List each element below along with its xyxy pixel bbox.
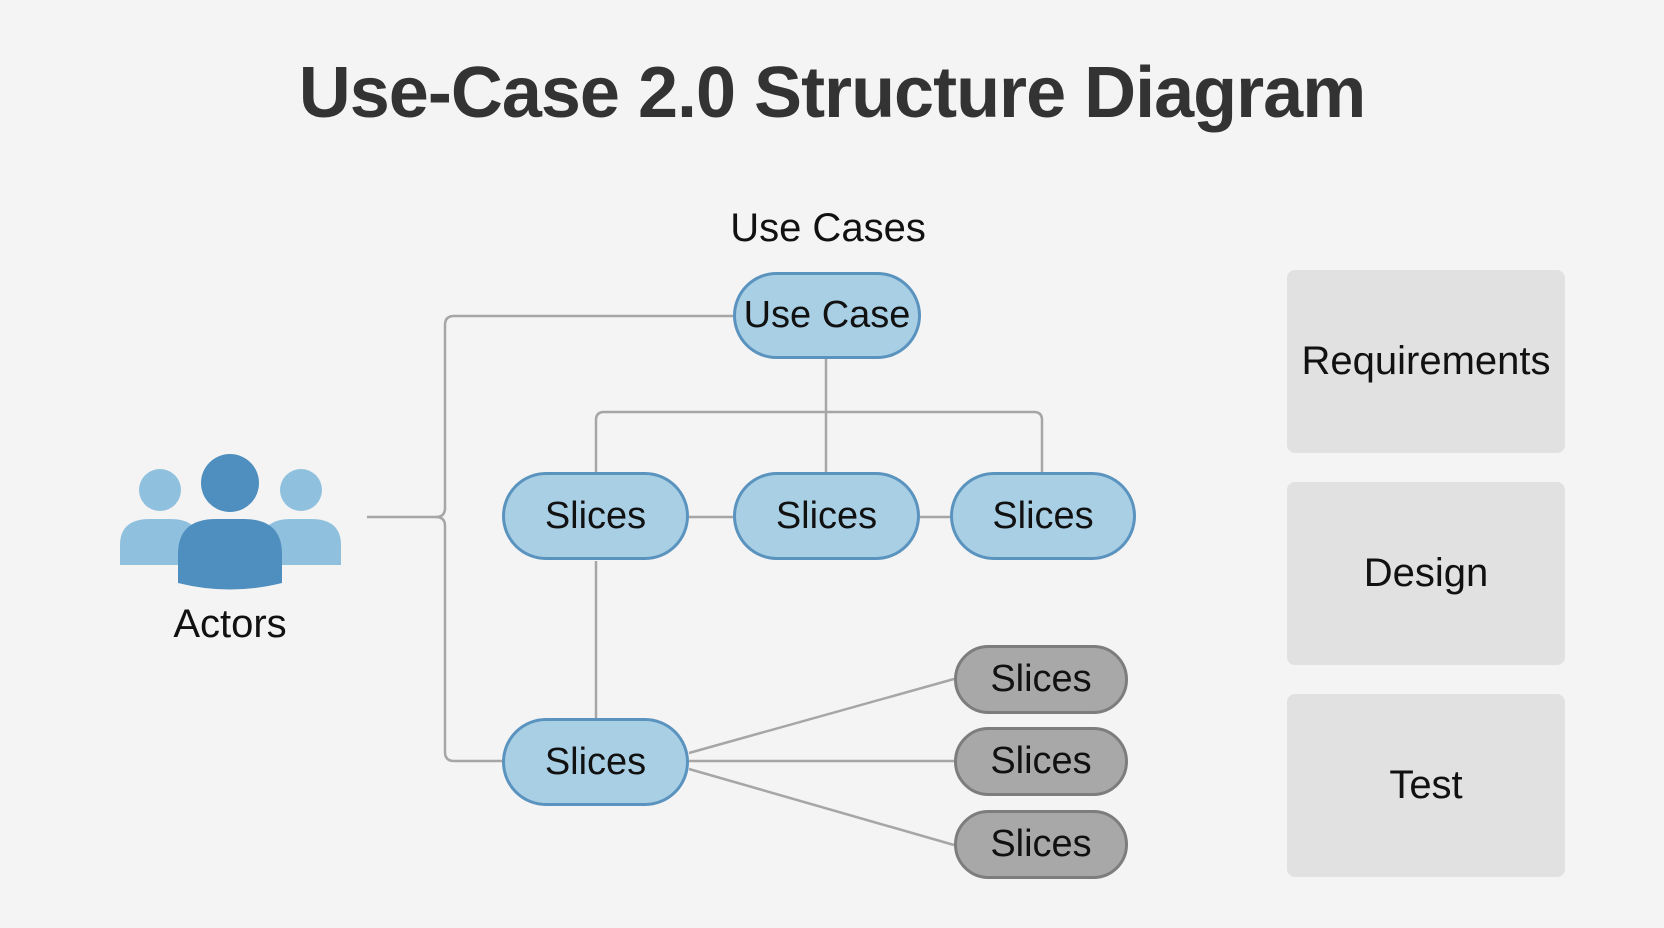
sub-slice-node-3: Slices bbox=[954, 810, 1128, 879]
fanout-top bbox=[688, 677, 955, 755]
slice-node-3: Slices bbox=[950, 472, 1136, 560]
requirements-panel: Requirements bbox=[1287, 270, 1565, 453]
design-panel: Design bbox=[1287, 482, 1565, 665]
test-panel: Test bbox=[1287, 694, 1565, 877]
fanout-bottom bbox=[688, 767, 955, 847]
actors-label: Actors bbox=[173, 602, 287, 646]
people-group-icon bbox=[120, 454, 341, 590]
use-case-branch bbox=[594, 410, 1044, 472]
actors-lower-connector bbox=[435, 515, 502, 763]
use-case-node: Use Case bbox=[733, 272, 921, 359]
slice-node-lower: Slices bbox=[502, 718, 689, 806]
slice-node-1: Slices bbox=[502, 472, 689, 560]
sub-slice-node-1: Slices bbox=[954, 645, 1128, 714]
use-cases-label: Use Cases bbox=[730, 206, 926, 250]
page-title: Use-Case 2.0 Structure Diagram bbox=[298, 53, 1366, 133]
slice-node-2: Slices bbox=[733, 472, 920, 560]
sub-slice-node-2: Slices bbox=[954, 727, 1128, 796]
